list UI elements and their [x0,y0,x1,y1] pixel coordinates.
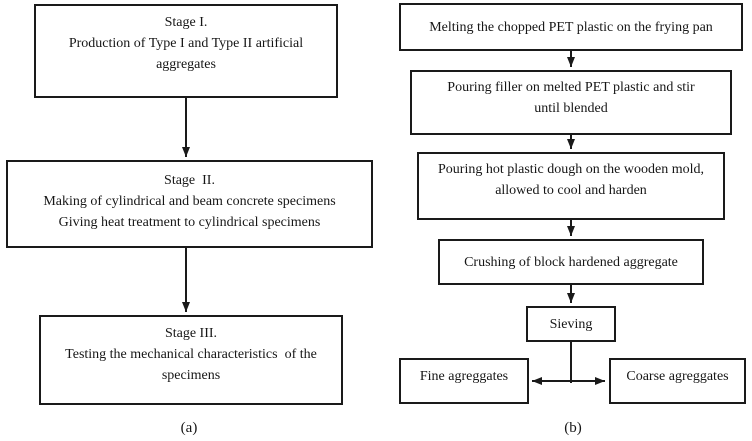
flow-box-melting: Melting the chopped PET plastic on the f… [399,3,743,51]
box-text-line: Production of Type I and Type II artific… [68,36,304,51]
box-text-line: allowed to cool and harden [495,183,647,198]
box-text-line: Pouring filler on melted PET plastic and… [447,80,695,95]
box-text-line: Crushing of block hardened aggregate [464,254,678,270]
box-text-line: Pouring hot plastic dough on the wooden … [438,162,704,177]
box-text-line: Giving heat treatment to cylindrical spe… [58,215,321,230]
panel-a-caption: (a) [180,420,198,436]
flow-box-stage-ii: Stage II. Making of cylindrical and beam… [6,160,373,248]
box-text-line: Melting the chopped PET plastic on the f… [429,19,713,35]
box-text-line: Stage II. [164,173,215,188]
box-text-line: Stage III. [164,326,218,341]
box-text-line: Making of cylindrical and beam concrete … [43,194,336,209]
flow-box-coarse-aggregates: Coarse agreggates [609,358,746,404]
box-text-line: until blended [534,101,608,116]
box-text-line: Fine agreggates [419,369,509,384]
box-text-line: Testing the mechanical characteristics o… [65,347,317,362]
flow-box-stage-i: Stage I. Production of Type I and Type I… [34,4,338,98]
panel-b-caption: (b) [564,420,582,436]
flow-box-sieving: Sieving [526,306,616,342]
flow-box-crushing: Crushing of block hardened aggregate [438,239,704,285]
flow-box-fine-aggregates: Fine agreggates [399,358,529,404]
box-text-line: Coarse agreggates [626,369,729,384]
flow-box-pouring-filler: Pouring filler on melted PET plastic and… [410,70,732,135]
box-text-line: aggregates [156,57,216,72]
flow-box-pouring-dough: Pouring hot plastic dough on the wooden … [417,152,725,220]
box-text-line: specimens [161,368,221,383]
box-text-line: Sieving [549,316,593,332]
flow-box-stage-iii: Stage III. Testing the mechanical charac… [39,315,343,405]
box-text-line: Stage I. [164,15,208,30]
